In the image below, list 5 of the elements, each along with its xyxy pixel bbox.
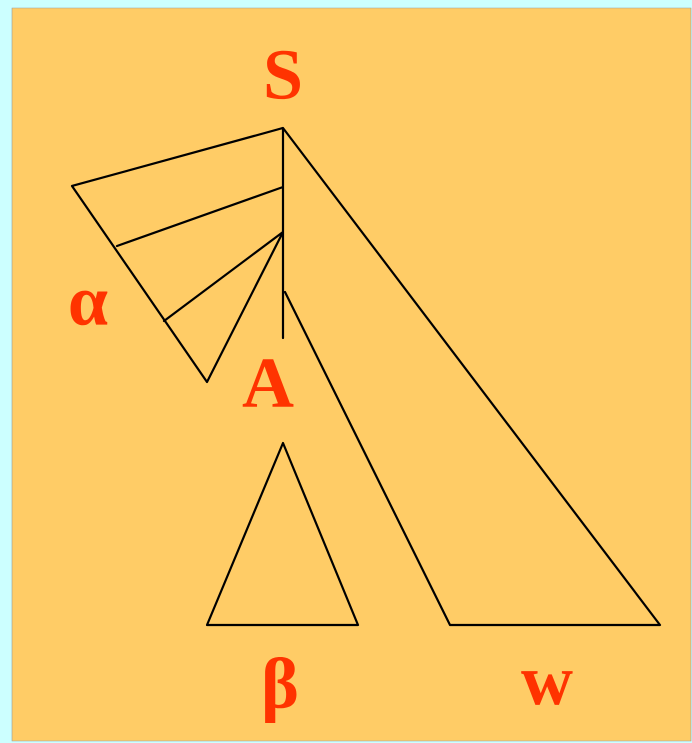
symbol-label: A	[242, 359, 294, 407]
symbol-label: w	[521, 671, 573, 705]
symbol-label: β	[265, 656, 296, 723]
symbol-label: α	[70, 290, 108, 326]
symbol-label: S	[266, 50, 300, 100]
